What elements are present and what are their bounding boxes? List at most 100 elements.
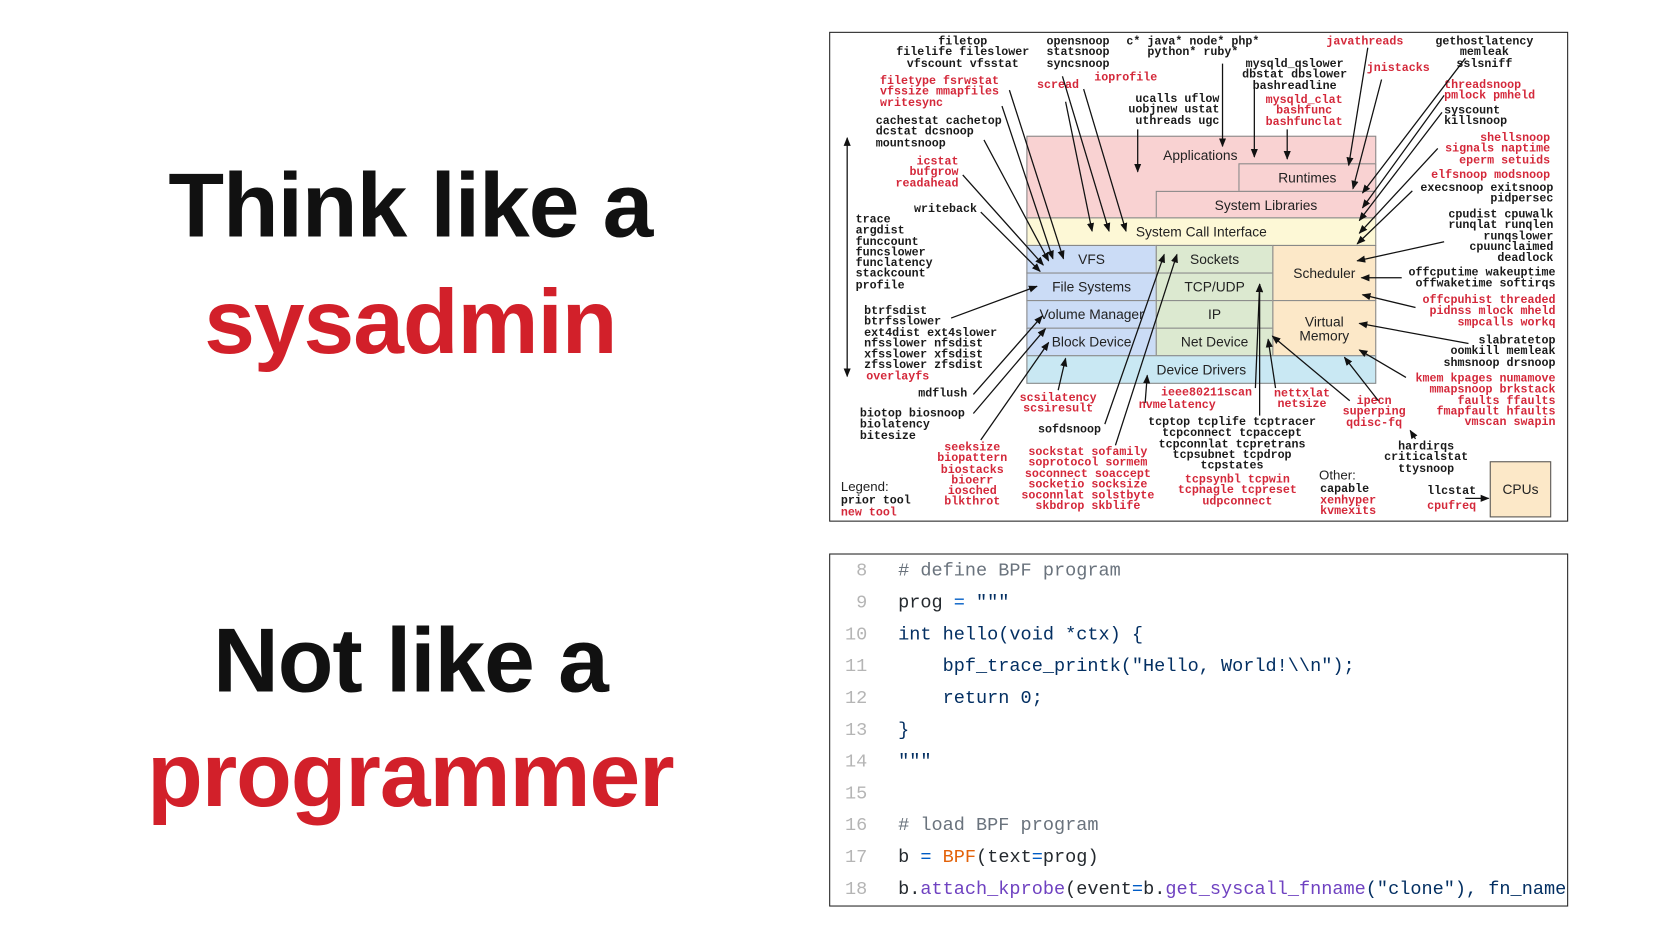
tool-label: slabratetop oomkill memleak shmsnoop drs… <box>1443 335 1556 370</box>
code-token: prog <box>898 592 954 614</box>
code-token: attach_kprobe <box>920 878 1066 901</box>
box-device-drivers: Device Drivers <box>1026 355 1377 384</box>
heading-think-like: Think like a <box>168 154 653 257</box>
tool-label: hardirqs criticalstat ttysnoop <box>1384 441 1469 476</box>
new-tool-label: jnistacks <box>1366 62 1430 76</box>
code-token: ("clone"), fn_name <box>1365 878 1567 901</box>
code-line: 17 b = BPF(text=prog) <box>830 842 1567 874</box>
tool-label: offcputime wakeuptime offwaketime softir… <box>1408 267 1556 291</box>
code-token: prog) <box>1042 847 1099 869</box>
new-tool-label: threadsnoop pmlock pmheld <box>1444 79 1536 104</box>
code-text: return 0; <box>898 683 1043 715</box>
tool-label: cpudist cpuwalk runqlat runqlen runqslow… <box>1448 208 1554 266</box>
box-sockets: Sockets <box>1155 244 1274 274</box>
code-token: bpf_trace_printk("Hello, World!\\n"); <box>898 656 1355 678</box>
tool-label: gethostlatency memleak sslsniff <box>1435 36 1534 71</box>
legend-title: Legend: <box>840 479 889 495</box>
new-tool-label: icstat bufgrow readahead <box>895 155 959 191</box>
new-tool-label: ieee80211scan <box>1161 387 1253 400</box>
code-token <box>932 847 943 868</box>
heading-sysadmin: sysadmin <box>204 271 617 374</box>
code-text: b = BPF(text=prog) <box>898 842 1099 874</box>
box-tcp-udp: TCP/UDP <box>1155 272 1274 302</box>
tool-label: ucalls uflow uobjnew ustat uthreads ugc <box>1128 93 1220 128</box>
code-text: prog = """ <box>898 587 1009 619</box>
tool-label: cachestat cachetop dcstat dcsnoop mounts… <box>875 115 1002 151</box>
box-cpus: CPUs <box>1489 461 1552 518</box>
line-number: 14 <box>845 751 868 773</box>
code-token: = <box>1031 847 1043 869</box>
code-token: # define BPF program <box>898 560 1121 583</box>
heading-not-like: Not like a <box>212 609 609 712</box>
new-tool-label: mysqld_clat bashfunc bashfunclat <box>1265 94 1343 129</box>
box-block-device: Block Device <box>1026 327 1157 357</box>
code-token: int hello(void *ctx) { <box>898 624 1144 646</box>
code-line: 14 """ <box>830 746 1567 778</box>
new-tool-label: ioprofile <box>1094 72 1158 85</box>
line-number: 18 <box>845 878 868 901</box>
code-token: = <box>953 592 965 614</box>
new-tool-label: seeksize biopattern biostacks bioerr ios… <box>937 442 1008 510</box>
bpf-tools-diagram <box>829 31 1569 522</box>
code-token: = <box>1131 878 1144 901</box>
box-volume-manager: Volume Manager <box>1026 300 1157 329</box>
code-line: 13} <box>830 715 1567 747</box>
box-ip: IP <box>1155 300 1274 329</box>
code-text: """ <box>898 746 931 778</box>
code-line: 16 # load BPF program <box>830 810 1567 842</box>
new-tool-label: nettxlat netsize <box>1274 388 1331 412</box>
new-tool-label: elfsnoop modsnoop <box>1431 169 1551 183</box>
tool-label: execsnoop exitsnoop pidpersec <box>1420 182 1554 207</box>
box-scheduler: Scheduler <box>1272 244 1377 302</box>
code-token: = <box>920 847 932 869</box>
new-tool-label: xenhyper kvmexits <box>1320 495 1377 519</box>
new-tool-label: kmem kpages numamove mmapsnoop brkstack … <box>1415 373 1556 430</box>
tool-label: sofdsnoop <box>1038 424 1102 437</box>
box-virtual-memory: Virtual Memory <box>1272 300 1377 357</box>
box-system-call-interface: System Call Interface <box>1026 217 1377 246</box>
line-number: 16 <box>845 815 868 837</box>
line-number: 12 <box>845 688 868 710</box>
code-text: b.attach_kprobe(event=b.get_syscall_fnna… <box>898 874 1566 906</box>
code-text: # define BPF program <box>898 556 1121 588</box>
line-number: 9 <box>856 592 868 614</box>
tool-label: syscount killsnoop <box>1444 104 1508 129</box>
box-vfs: VFS <box>1026 244 1157 274</box>
other-label: Other: <box>1319 467 1356 483</box>
new-tool-label: scsilatency scsiresult <box>1019 392 1097 416</box>
new-tool-label: javathreads <box>1326 36 1404 49</box>
line-number: 15 <box>845 783 868 805</box>
code-token: get_syscall_fnname <box>1165 878 1366 901</box>
tool-label: btrfsdist btrfsslower ext4dist ext4slowe… <box>864 305 998 373</box>
line-number: 17 <box>845 847 868 869</box>
new-tool-label: shellsnoop signals naptime eperm setuids <box>1445 132 1551 168</box>
line-number: 13 <box>845 719 868 742</box>
code-token: """ <box>898 751 932 773</box>
code-line: 9 prog = """ <box>830 587 1567 619</box>
line-number: 11 <box>845 656 868 678</box>
code-token: b. <box>1143 878 1166 901</box>
box-runtimes: Runtimes <box>1238 163 1377 192</box>
code-token: # load BPF program <box>898 815 1099 837</box>
code-line: 12 return 0; <box>830 683 1567 715</box>
code-token: b. <box>898 878 921 901</box>
tool-label: tcptop tcplife tcptracer tcpconnect tcpa… <box>1148 416 1317 474</box>
new-tool-label: sockstat sofamily soprotocol sormem soco… <box>1021 446 1155 514</box>
code-token: return 0; <box>898 688 1043 710</box>
code-text: } <box>898 715 909 747</box>
tool-label: trace argdist funccount funcslower funcl… <box>855 214 933 293</box>
new-tool-label: filetype fsrwstat vfssize mmapfiles writ… <box>880 75 1000 110</box>
code-token: (event <box>1065 878 1132 901</box>
tool-label: mysqld_qslower dbstat dbslower bashreadl… <box>1242 58 1348 93</box>
code-token: """ <box>964 592 1010 614</box>
code-line: 11 bpf_trace_printk("Hello, World!\\n"); <box>830 651 1567 683</box>
code-token: BPF <box>942 847 977 869</box>
tool-label: llcstat <box>1427 485 1477 499</box>
code-text: int hello(void *ctx) { <box>898 619 1143 651</box>
code-text: bpf_trace_printk("Hello, World!\\n"); <box>898 651 1355 683</box>
tool-label: c* java* node* php* python* ruby* <box>1126 36 1260 60</box>
tool-label: writeback <box>913 203 977 217</box>
